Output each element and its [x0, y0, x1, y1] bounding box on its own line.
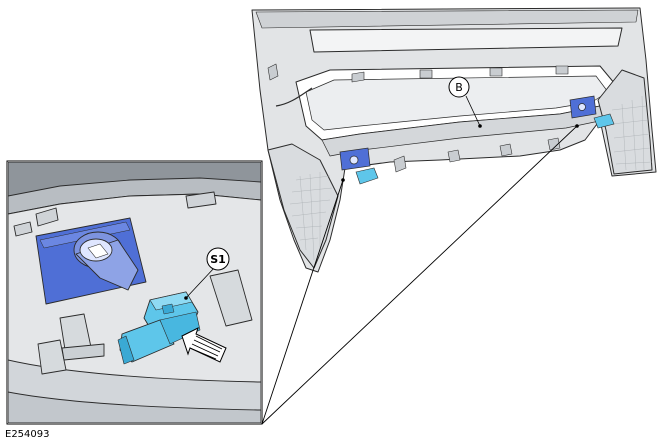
pillar-texture — [289, 95, 653, 261]
bumper-cover — [251, 7, 657, 273]
sensor-left — [355, 167, 379, 185]
callout-b: B — [448, 76, 482, 128]
bracket-left — [339, 147, 371, 171]
figure-id: E254093 — [5, 429, 50, 440]
arrow-push-icon — [181, 327, 227, 363]
callout-s1: S1 — [184, 247, 230, 300]
callout-s1-label: S1 — [210, 253, 226, 266]
leader-lines — [261, 125, 578, 425]
detail-inset: S1 — [6, 160, 263, 425]
bracket-right — [569, 95, 597, 119]
sensor-right — [593, 113, 615, 129]
callout-b-label: B — [455, 81, 463, 94]
